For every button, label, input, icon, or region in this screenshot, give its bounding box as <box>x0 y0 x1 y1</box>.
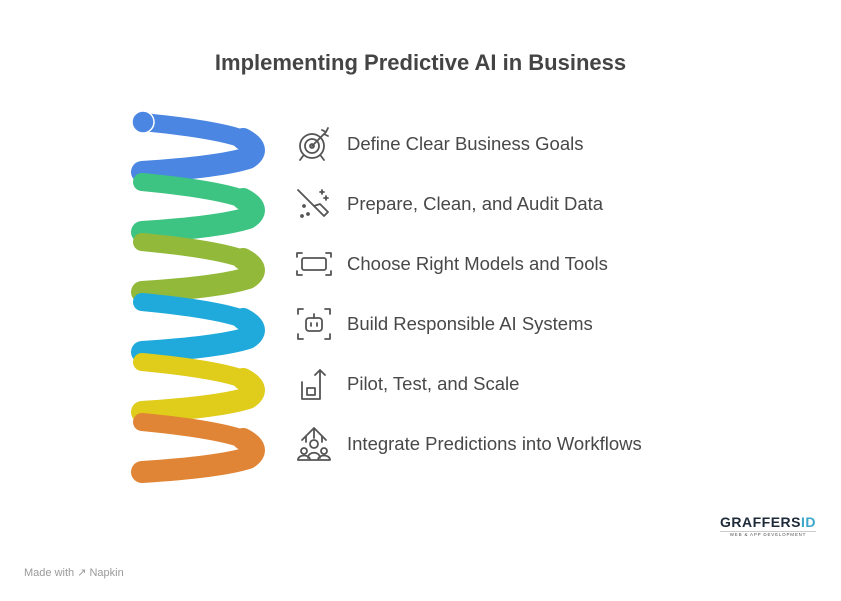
spiral-coil-front <box>131 368 265 423</box>
spiral-coil-back <box>133 173 252 208</box>
spiral-coil-front <box>131 308 265 363</box>
step-label: Build Responsible AI Systems <box>347 313 593 334</box>
scale-up-arrow-icon <box>301 369 326 400</box>
napkin-credit: Made with ↗ Napkin <box>24 567 124 579</box>
logo-accent: ID <box>801 514 816 530</box>
page-title: Implementing Predictive AI in Business <box>214 50 627 75</box>
spiral-coil-back <box>133 293 252 328</box>
team-arrow-icon <box>297 427 331 461</box>
step-label: Define Clear Business Goals <box>347 133 584 154</box>
spiral-coil-back <box>133 233 252 268</box>
step-label: Pilot, Test, and Scale <box>347 373 520 394</box>
spiral-diagram <box>131 110 267 485</box>
spiral-coil-front <box>131 188 265 243</box>
spiral-coil-front <box>131 248 265 303</box>
spiral-coil-back <box>133 413 252 448</box>
step-item: Define Clear Business Goals <box>294 124 584 164</box>
spiral-coil-back <box>133 353 252 388</box>
graffersid-logo: GRAFFERSID WEB & APP DEVELOPMENT <box>720 514 816 537</box>
broom-sparkle-icon <box>297 189 329 218</box>
step-item: Choose Right Models and Tools <box>294 244 608 284</box>
robot-frame-icon <box>297 308 331 340</box>
step-label: Prepare, Clean, and Audit Data <box>347 193 604 214</box>
spiral-start-cap <box>131 110 155 134</box>
step-item: Prepare, Clean, and Audit Data <box>294 184 603 224</box>
step-item: Pilot, Test, and Scale <box>294 364 519 404</box>
frame-rectangle-icon <box>296 252 332 276</box>
step-label: Choose Right Models and Tools <box>347 253 608 274</box>
spiral-coil-back <box>133 113 252 148</box>
logo-name: GRAFFERS <box>720 514 801 530</box>
spiral-coil-front <box>131 128 265 183</box>
logo-tagline: WEB & APP DEVELOPMENT <box>720 531 816 537</box>
step-item: Build Responsible AI Systems <box>294 304 593 344</box>
target-arrow-icon <box>299 127 329 161</box>
step-label: Integrate Predictions into Workflows <box>347 433 642 454</box>
step-item: Integrate Predictions into Workflows <box>294 424 642 464</box>
spiral-coil-front <box>131 428 265 483</box>
